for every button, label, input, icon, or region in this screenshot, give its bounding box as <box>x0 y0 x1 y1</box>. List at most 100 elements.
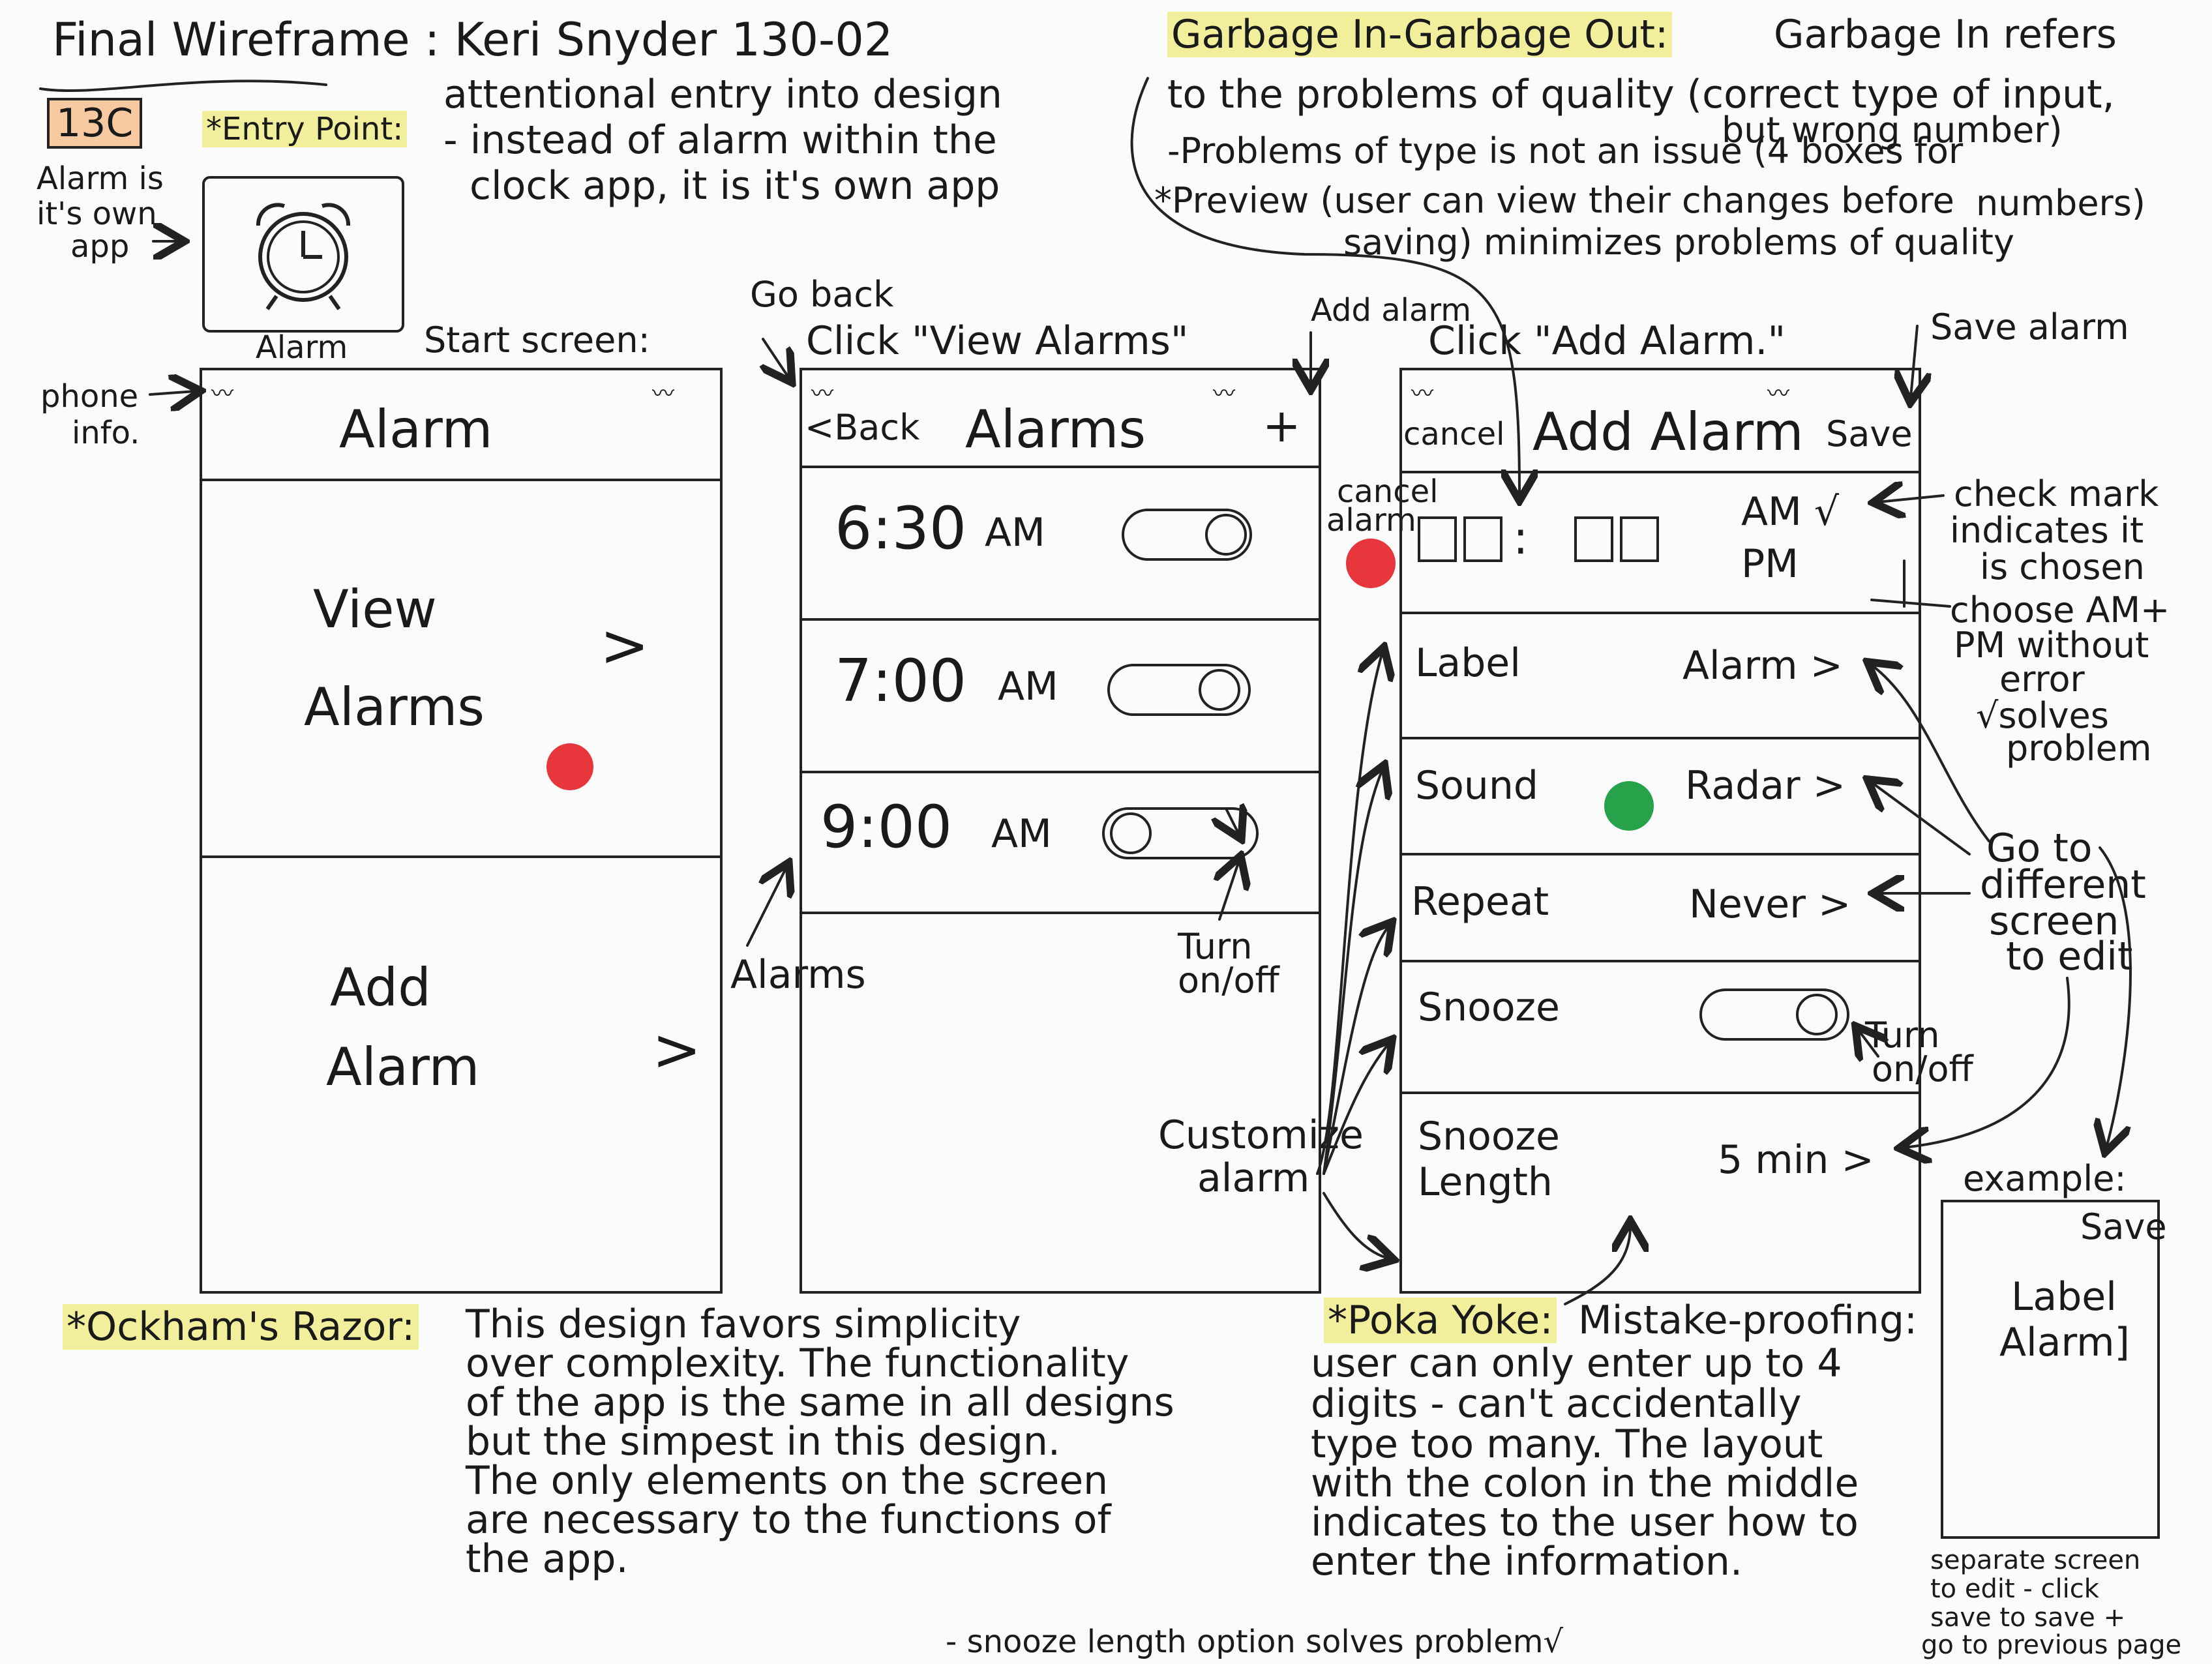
entry-note-line2: it's own <box>37 196 157 232</box>
add-alarm-line1: Add <box>330 957 431 1018</box>
alarm-toggle[interactable] <box>1102 807 1259 859</box>
minute-digit-2-input[interactable] <box>1620 516 1659 562</box>
separate-line1: separate screen <box>1930 1545 2141 1575</box>
alarm-time: 7:00 <box>835 647 967 715</box>
add-alarm-screen-frame: 〰 〰 cancel Add Alarm Save : AM √ PM Labe… <box>1399 368 1921 1294</box>
status-bar-left: 〰 <box>811 381 833 407</box>
ockham-line7: the app. <box>466 1536 629 1582</box>
gigo-line1: Garbage In refers <box>1774 12 2117 57</box>
section-badge: 13C <box>47 98 143 149</box>
divider <box>1402 853 1919 855</box>
repeat-row[interactable]: Repeat Never > <box>1402 855 1919 966</box>
separate-line4: go to previous page <box>1921 1630 2182 1660</box>
save-button[interactable]: Save <box>1826 413 1913 454</box>
entry-line3: clock app, it is it's own app <box>470 163 1000 209</box>
row-value: 5 min > <box>1718 1137 1874 1183</box>
alarms-screen-title: Alarms <box>965 399 1146 460</box>
entry-heading: *Entry Point: <box>202 111 408 147</box>
cancel-button[interactable]: cancel <box>1403 416 1505 453</box>
alarm-toggle[interactable] <box>1122 509 1252 561</box>
start-screen-label: Start screen: <box>424 319 650 361</box>
save-alarm-label: Save alarm <box>1930 306 2129 348</box>
alarm-ampm: AM <box>985 510 1045 556</box>
snooze-row: Snooze <box>1402 962 1919 1073</box>
example-label: Label <box>2011 1274 2117 1320</box>
arrow <box>149 391 196 394</box>
sound-row[interactable]: Sound Radar > <box>1402 739 1919 850</box>
red-dot-marker <box>546 743 593 790</box>
alarm-row[interactable]: 7:00 AM <box>802 621 1319 771</box>
poka-line5: with the colon in the middle <box>1311 1461 1859 1506</box>
check-mark-line3: is chosen <box>1980 546 2145 587</box>
alarm-clock-icon <box>256 203 351 310</box>
ockham-line1: This design favors simplicity <box>466 1301 1021 1347</box>
alarm-toggle[interactable] <box>1107 664 1251 716</box>
example-screen-frame: Save Label Alarm] <box>1941 1200 2167 1539</box>
toggle-knob <box>1110 812 1152 854</box>
phone-info-line1: phone <box>40 378 139 415</box>
pm-option[interactable]: PM <box>1741 541 1799 587</box>
title-underline <box>39 80 327 93</box>
divider <box>802 466 1319 468</box>
add-alarm-button[interactable]: Add Alarm > <box>202 859 720 1251</box>
row-label: Sound <box>1415 763 1538 809</box>
red-dot-marker <box>1346 539 1396 588</box>
divider <box>1402 471 1919 473</box>
poka-heading: *Poka Yoke: <box>1324 1298 1557 1343</box>
customize-line2: alarm <box>1197 1155 1310 1201</box>
gigo-line5: *Preview (user can view their changes be… <box>1154 180 1954 221</box>
minute-digit-1-input[interactable] <box>1574 516 1613 562</box>
alarms-arrow-label: Alarms <box>730 952 866 998</box>
gigo-line4: but wrong number) <box>1722 110 2063 151</box>
divider <box>802 771 1319 773</box>
add-alarm-line2: Alarm <box>326 1037 480 1097</box>
am-option[interactable]: AM √ <box>1741 489 1840 535</box>
alarm-time: 9:00 <box>820 793 953 861</box>
snooze-toggle[interactable] <box>1699 988 1849 1041</box>
example-label: example: <box>1963 1158 2127 1199</box>
snooze-length-row[interactable]: Snooze Length 5 min > <box>1402 1094 1919 1244</box>
ockham-line3: of the app is the same in all designs <box>466 1380 1174 1425</box>
click-add-alarm-label: Click "Add Alarm." <box>1428 318 1786 364</box>
add-alarm-plus-button[interactable]: + <box>1263 399 1301 453</box>
label-row[interactable]: Label Alarm > <box>1402 614 1919 732</box>
page-title: Final Wireframe : Keri Snyder 130-02 <box>52 13 893 67</box>
separate-line2: to edit - click <box>1930 1574 2099 1604</box>
example-save-button[interactable]: Save <box>2080 1206 2167 1247</box>
entry-line1: attentional entry into design <box>443 72 1002 117</box>
row-value: Alarm > <box>1682 643 1843 689</box>
alarm-time: 6:30 <box>835 494 967 563</box>
check-mark-line2: indicates it <box>1950 510 2144 551</box>
gigo-line6: numbers) <box>1976 183 2145 224</box>
gigo-line7: saving) minimizes problems of quality <box>1343 222 2014 263</box>
view-alarms-line2: Alarms <box>304 677 485 737</box>
status-bar-left: 〰 <box>211 381 235 407</box>
entry-line2: - instead of alarm within the <box>443 117 997 163</box>
divider <box>1402 612 1919 614</box>
row-label: Repeat <box>1411 879 1549 925</box>
view-alarms-button[interactable]: View Alarms > <box>202 481 720 1225</box>
entry-note-line3: app <box>70 228 130 265</box>
go-different-line1: Go to <box>1986 825 2093 871</box>
ockham-line6: are necessary to the functions of <box>466 1497 1111 1543</box>
hour-digit-2-input[interactable] <box>1463 516 1502 562</box>
example-value-input[interactable]: Alarm] <box>1999 1320 2130 1365</box>
turn-onoff-1-line1: Turn <box>1178 926 1253 967</box>
start-screen-title: Alarm <box>339 399 493 460</box>
green-dot-marker <box>1604 781 1654 831</box>
click-view-alarms-label: Click "View Alarms" <box>806 318 1189 364</box>
divider <box>1402 737 1919 739</box>
turn-onoff-1-line2: on/off <box>1178 960 1279 1001</box>
snooze-solves-note: - snooze length option solves problem√ <box>946 1624 1564 1660</box>
alarm-row[interactable]: 9:00 AM <box>802 773 1319 923</box>
ockham-line5: The only elements on the screen <box>466 1458 1109 1504</box>
go-different-line4: to edit <box>2006 934 2133 979</box>
poka-line1: Mistake-proofing: <box>1578 1298 1918 1343</box>
back-button[interactable]: <Back <box>805 407 920 448</box>
status-bar-left: 〰 <box>1411 381 1433 407</box>
alarm-row[interactable]: 6:30 AM <box>802 468 1319 618</box>
app-label: Alarm <box>256 329 348 366</box>
go-different-line3: screen <box>1989 899 2119 944</box>
hour-digit-1-input[interactable] <box>1418 516 1457 562</box>
alarm-ampm: AM <box>998 664 1058 709</box>
